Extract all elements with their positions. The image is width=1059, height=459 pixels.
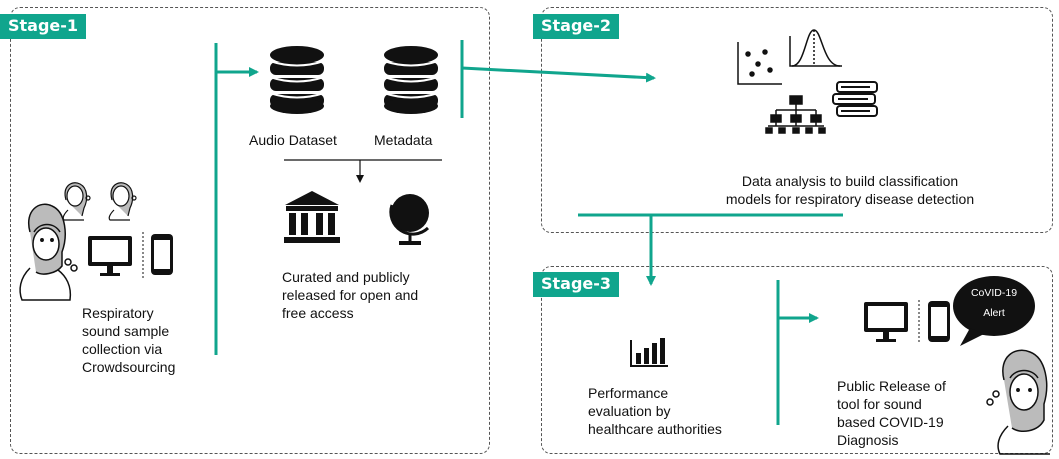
person-icon [108, 182, 137, 221]
evaluation-line-1: Performance [588, 385, 669, 401]
release-line-3: based COVID-19 [837, 414, 944, 430]
bar-chart-icon [630, 338, 668, 367]
curated-line-3: free access [282, 305, 354, 321]
scatter-plot-icon [737, 42, 782, 85]
alert-subtitle: Alert [983, 307, 1005, 319]
database-icon [383, 46, 439, 114]
curated-text: Curated and publicly released for open a… [282, 268, 418, 322]
collection-text: Respiratory sound sample collection via … [82, 304, 175, 376]
phone-icon [151, 234, 173, 275]
phone-icon [928, 301, 950, 342]
books-icon [832, 81, 878, 117]
evaluation-text: Performance evaluation by healthcare aut… [588, 384, 722, 438]
flow-connectors [214, 40, 843, 425]
audio-dataset-label: Audio Dataset [249, 132, 337, 148]
stage-2-label: Stage-2 [533, 14, 620, 39]
curated-line-2: released for open and [282, 287, 419, 303]
person-coughing-icon [986, 349, 1050, 455]
collection-line-2: sound sample [82, 323, 170, 339]
person-icon [62, 182, 91, 221]
database-icon [269, 46, 325, 114]
bell-curve-icon [789, 29, 842, 67]
alert-bubble [953, 276, 1035, 346]
stage-3-box [541, 266, 1053, 454]
release-split-arrow [284, 159, 442, 183]
monitor-icon [88, 236, 132, 276]
monitor-icon [864, 302, 908, 342]
analysis-line-1: Data analysis to build classification [741, 173, 959, 189]
metadata-label: Metadata [374, 132, 433, 148]
stage-1-label: Stage-1 [0, 14, 87, 39]
analysis-text: Data analysis to build classification mo… [690, 172, 1010, 208]
analysis-line-2: models for respiratory disease detection [725, 191, 975, 207]
alert-title: CoVID-19 [970, 287, 1018, 299]
stage-3-label: Stage-3 [533, 272, 620, 297]
evaluation-line-3: healthcare authorities [588, 421, 722, 437]
collection-line-1: Respiratory [82, 305, 154, 321]
stage-1-box [10, 7, 490, 454]
arrow-to-stage2 [461, 66, 656, 83]
stage-2-box [541, 7, 1053, 233]
release-text: Public Release of tool for sound based C… [837, 377, 946, 449]
collection-line-3: collection via [82, 341, 163, 357]
release-line-2: tool for sound [837, 396, 922, 412]
globe-icon [389, 194, 430, 245]
collection-line-4: Crowdsourcing [82, 359, 176, 375]
library-icon [284, 191, 340, 243]
curated-line-1: Curated and publicly [282, 269, 410, 285]
release-line-4: Diagnosis [837, 432, 899, 448]
person-coughing-icon [19, 203, 78, 301]
release-line-1: Public Release of [837, 378, 946, 394]
evaluation-line-2: evaluation by [588, 403, 671, 419]
hierarchy-icon [765, 95, 826, 134]
